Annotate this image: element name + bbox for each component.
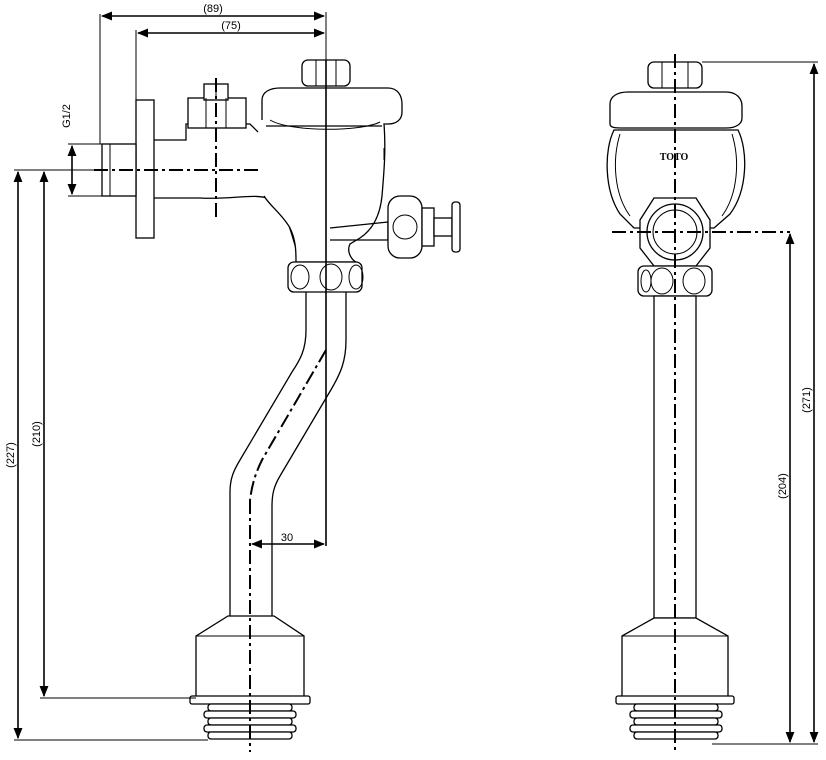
dim-30-label: 30 [281,532,293,544]
side-view [94,59,461,752]
dim-204-label: (204) [777,473,789,499]
flush-pipe [229,292,347,616]
front-view: TOTO [606,54,790,752]
dim-75-label: (75) [221,20,241,32]
dim-210-label: (210) [31,421,43,447]
side-dimensions: (89) (75) G1/2 (227) (210) 30 [5,3,327,741]
flush-handle [329,195,461,259]
dim-89-label: (89) [203,3,223,15]
dim-227-label: (227) [5,442,17,468]
thread-size-label: G1/2 [61,104,73,128]
valve-body [261,87,403,263]
dim-271-label: (271) [801,387,813,413]
front-dimensions: (271) (204) [702,61,819,745]
outlet-collar [287,261,364,293]
